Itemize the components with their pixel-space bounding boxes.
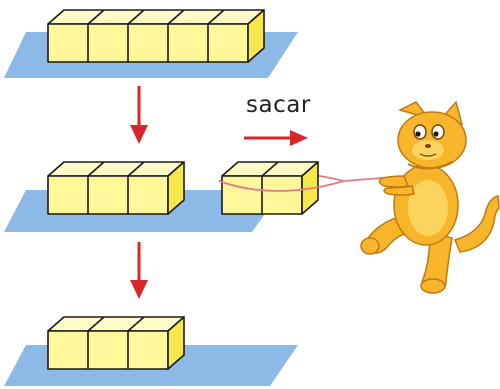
cube-divider (87, 316, 105, 332)
cube-divider (127, 316, 145, 332)
down-arrow-2 (130, 242, 148, 299)
cube-divider (167, 9, 185, 25)
cube-row-bottom (47, 316, 185, 370)
sacar-label: sacar (246, 92, 311, 118)
cube-rows (47, 9, 265, 370)
removed-cubes (221, 161, 319, 215)
cube-divider (127, 161, 145, 177)
cube-divider (261, 161, 279, 177)
cube-row-middle (47, 161, 185, 215)
cube-divider (87, 9, 105, 25)
cube-divider (127, 9, 145, 25)
cube-divider (207, 9, 225, 25)
right-arrow (244, 130, 308, 146)
cube-group-removed (221, 161, 319, 215)
cube-row-top (47, 9, 265, 63)
rope-front (218, 177, 383, 192)
cat-icon (360, 100, 500, 294)
cube-divider (87, 161, 105, 177)
down-arrow-1 (130, 86, 148, 144)
